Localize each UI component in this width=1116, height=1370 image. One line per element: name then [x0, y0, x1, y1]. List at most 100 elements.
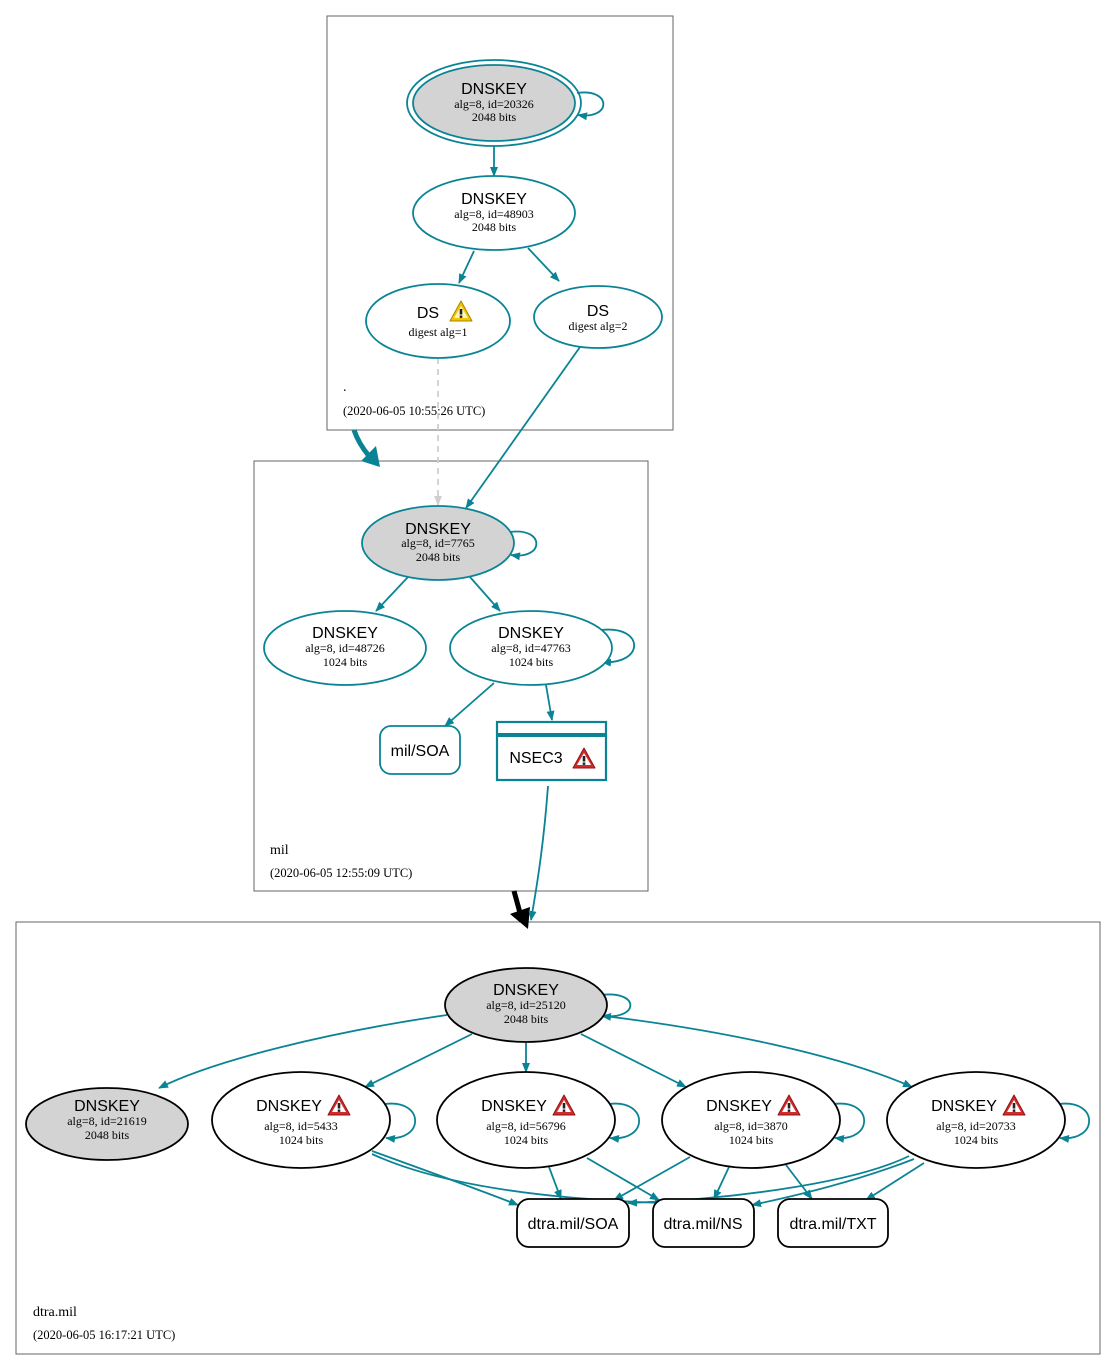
dnskey-node-dtra-21619[interactable]: DNSKEY alg=8, id=21619 2048 bits [25, 1087, 189, 1161]
delegation-arrow-mil-dtra [510, 890, 530, 929]
edge-k56796-self [608, 1102, 641, 1143]
edge-k56796-soa [548, 1166, 562, 1200]
rrset-node-dtra-txt[interactable]: dtra.mil/TXT [777, 1198, 889, 1248]
node-title: DNSKEY [74, 1098, 140, 1115]
node-key-size: 2048 bits [504, 1012, 549, 1026]
edge-k20733-self [1058, 1102, 1091, 1143]
node-title: DNSKEY [312, 625, 378, 642]
edge-k3870-txt [785, 1164, 813, 1200]
dnskey-node-dtra-3870[interactable]: DNSKEY alg=8, id=3870 1024 bits [661, 1071, 841, 1169]
edge-ds2-mil-ksk [465, 346, 581, 509]
edge-k3870-ns [713, 1166, 730, 1200]
node-title: DNSKEY [481, 1098, 547, 1115]
zone-timestamp-root: (2020-06-05 10:55:26 UTC) [343, 404, 485, 418]
node-key-size: 1024 bits [504, 1133, 549, 1147]
zone-timestamp-dtra: (2020-06-05 16:17:21 UTC) [33, 1328, 175, 1342]
node-key-size: 2048 bits [85, 1128, 130, 1142]
dnskey-node-mil-48726[interactable]: DNSKEY alg=8, id=48726 1024 bits [263, 610, 427, 686]
node-key-size: 1024 bits [279, 1133, 324, 1147]
node-title: dtra.mil/SOA [528, 1216, 619, 1233]
zone-label-dtra: dtra.mil [33, 1305, 77, 1320]
node-alg-id: alg=8, id=48726 [305, 641, 385, 655]
node-alg-id: alg=8, id=5433 [264, 1119, 338, 1133]
edge-k20733-ns [751, 1158, 915, 1208]
dnskey-node-root-zsk[interactable]: DNSKEY alg=8, id=48903 2048 bits [412, 175, 576, 251]
node-key-size: 2048 bits [472, 220, 517, 234]
edge-root-zsk-ds1 [458, 250, 475, 284]
dnskey-node-mil-ksk[interactable]: DNSKEY alg=8, id=7765 2048 bits [361, 505, 515, 581]
ds-node-digest-1[interactable]: DS digest alg=1 [365, 283, 511, 359]
rrset-node-dtra-ns[interactable]: dtra.mil/NS [652, 1198, 755, 1248]
node-alg-id: alg=8, id=47763 [491, 641, 571, 655]
node-alg-id: alg=8, id=20326 [454, 97, 534, 111]
edge-k5433-ns [371, 1153, 665, 1207]
rrset-node-mil-soa[interactable]: mil/SOA [379, 725, 461, 775]
edge-mil-ksk-zsk1 [375, 576, 409, 612]
zone-label-root: . [343, 380, 347, 395]
node-digest-alg: digest alg=1 [408, 325, 467, 339]
node-title: dtra.mil/NS [663, 1216, 742, 1233]
node-title: DNSKEY [405, 521, 471, 538]
node-digest-alg: digest alg=2 [568, 319, 627, 333]
dnskey-node-dtra-ksk[interactable]: DNSKEY alg=8, id=25120 2048 bits [444, 967, 608, 1043]
edge-k56796-ns [586, 1157, 660, 1201]
zone-box-dtra [15, 921, 1101, 1355]
zone-box-root [326, 15, 674, 431]
node-key-size: 1024 bits [729, 1133, 774, 1147]
node-alg-id: alg=8, id=25120 [486, 998, 566, 1012]
node-title: DNSKEY [498, 625, 564, 642]
edge-mil-zsk2-self [600, 628, 636, 667]
dnskey-node-dtra-56796[interactable]: DNSKEY alg=8, id=56796 1024 bits [436, 1071, 616, 1169]
node-key-size: 1024 bits [323, 655, 368, 669]
edge-dtra-ksk-3870 [580, 1033, 687, 1088]
edge-k3870-soa [613, 1156, 691, 1201]
edge-root-ksk-self [576, 91, 605, 121]
edge-root-zsk-ds2 [527, 247, 560, 282]
node-key-size: 2048 bits [472, 110, 517, 124]
rrset-node-dtra-soa[interactable]: dtra.mil/SOA [516, 1198, 630, 1248]
edge-dtra-ksk-21619 [158, 1014, 448, 1089]
node-title: DNSKEY [461, 191, 527, 208]
node-alg-id: alg=8, id=20733 [936, 1119, 1016, 1133]
zone-box-mil [253, 460, 649, 892]
edge-k5433-self [384, 1102, 417, 1143]
delegation-arrow-root-mil [351, 429, 380, 467]
edge-k3870-self [833, 1102, 866, 1143]
node-title: DNSKEY [256, 1098, 322, 1115]
dnskey-node-mil-47763[interactable]: DNSKEY alg=8, id=47763 1024 bits [449, 610, 613, 686]
nsec3-node[interactable]: NSEC3 [495, 720, 608, 782]
node-alg-id: alg=8, id=48903 [454, 207, 534, 221]
dnskey-node-root-ksk[interactable]: DNSKEY alg=8, id=20326 2048 bits [406, 59, 582, 147]
node-key-size: 2048 bits [416, 550, 461, 564]
dnskey-node-dtra-5433[interactable]: DNSKEY alg=8, id=5433 1024 bits [211, 1071, 391, 1169]
node-title: dtra.mil/TXT [789, 1216, 876, 1233]
node-alg-id: alg=8, id=3870 [714, 1119, 788, 1133]
node-alg-id: alg=8, id=21619 [67, 1114, 147, 1128]
node-title: DS [587, 303, 609, 320]
edge-k20733-txt [865, 1162, 925, 1201]
node-title: mil/SOA [391, 743, 450, 760]
edge-dtra-ksk-5433 [364, 1033, 473, 1088]
node-alg-id: alg=8, id=56796 [486, 1119, 566, 1133]
edge-mil-zsk2-soa [444, 682, 495, 727]
node-title: DNSKEY [493, 982, 559, 999]
node-title: DNSKEY [706, 1098, 772, 1115]
node-title: DS [417, 305, 439, 322]
node-key-size: 1024 bits [954, 1133, 999, 1147]
edge-dtra-ksk-self [600, 993, 632, 1021]
node-alg-id: alg=8, id=7765 [401, 536, 475, 550]
node-title: DNSKEY [461, 81, 527, 98]
ds-node-digest-2[interactable]: DS digest alg=2 [533, 285, 663, 349]
edge-mil-nsec3-dtra [528, 785, 549, 921]
edge-dtra-ksk-20733 [603, 1015, 913, 1088]
edge-mil-ksk-zsk2 [469, 576, 501, 612]
dnskey-node-dtra-20733[interactable]: DNSKEY alg=8, id=20733 1024 bits [886, 1071, 1066, 1169]
zone-timestamp-mil: (2020-06-05 12:55:09 UTC) [270, 866, 412, 880]
node-title: NSEC3 [509, 750, 562, 767]
edge-mil-zsk2-nsec3 [545, 684, 555, 721]
node-key-size: 1024 bits [509, 655, 554, 669]
edge-mil-ksk-self [509, 530, 538, 561]
zone-label-mil: mil [270, 843, 289, 858]
node-title: DNSKEY [931, 1098, 997, 1115]
